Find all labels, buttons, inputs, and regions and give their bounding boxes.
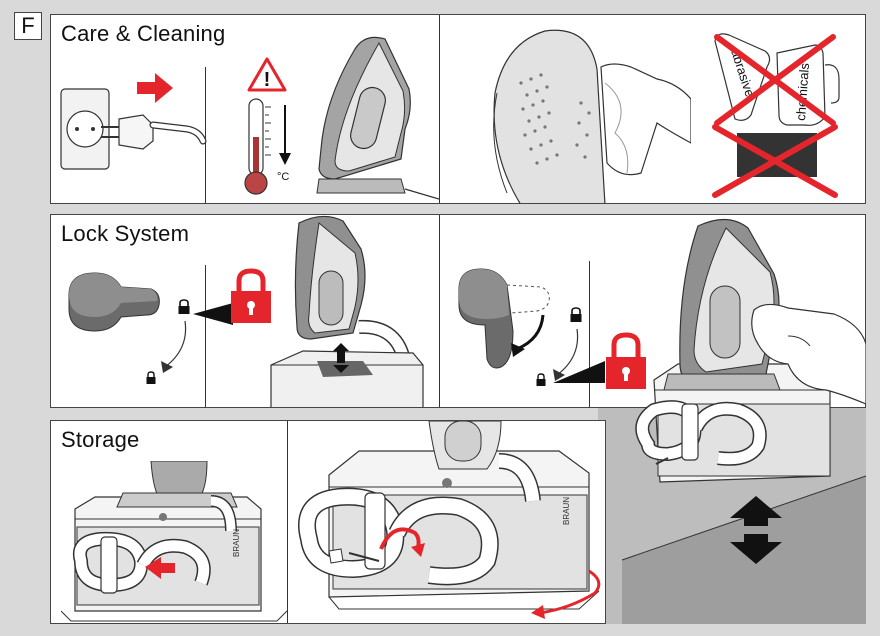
- iron-cooling-illustration: [316, 36, 439, 200]
- pointer-triangle: [193, 303, 233, 325]
- up-down-arrow-icon: [730, 496, 782, 564]
- rotate-arrow-icon: [161, 320, 187, 373]
- unlocked-padlock-red-icon: [606, 332, 646, 389]
- brand-logo: BRAUN: [562, 497, 571, 525]
- no-abrasive-chemicals-icon: abrasive chemicals: [712, 33, 840, 198]
- care-cleaning-panel: Care & Cleaning !: [50, 14, 866, 204]
- warning-mark: !: [264, 69, 271, 91]
- care-divider-1: [205, 67, 206, 203]
- lock-knob-illustration: [68, 272, 160, 332]
- storage-divider: [287, 421, 288, 623]
- lock-divider-1: [205, 265, 206, 407]
- storage-hose-wrap-illustration: BRAUN: [61, 461, 287, 622]
- storage-panel: Storage BRAUN: [50, 420, 606, 624]
- thermometer-icon: [244, 98, 291, 195]
- lift-iron-illustration: [621, 218, 866, 624]
- care-divider-2: [439, 15, 440, 203]
- storage-base-rotate-illustration: BRAUN: [298, 421, 601, 619]
- storage-title: Storage: [61, 427, 140, 452]
- unlock-knob-illustration: [458, 268, 550, 369]
- temperature-unit: °C: [277, 171, 290, 183]
- locked-padlock-red-icon: [231, 268, 271, 323]
- lock-system-title: Lock System: [61, 221, 190, 246]
- lock-divider-3: [589, 261, 590, 407]
- padlock-icon: [570, 307, 582, 322]
- section-letter: F: [14, 12, 42, 40]
- small-padlock-icon: [536, 373, 546, 386]
- warning-triangle-icon: !: [247, 57, 287, 92]
- socket-unplug-illustration: [60, 88, 207, 170]
- care-cleaning-title: Care & Cleaning: [61, 21, 226, 46]
- rotate-arrow-icon: [553, 328, 579, 381]
- lock-divider-2: [439, 215, 440, 407]
- small-padlock-icon: [146, 371, 156, 384]
- soleplate-cleaning-illustration: [493, 29, 691, 203]
- pointer-triangle: [553, 361, 605, 383]
- padlock-icon: [178, 299, 190, 314]
- iron-on-base-lock-illustration: [270, 215, 424, 407]
- arrow-right-icon: [137, 73, 173, 103]
- brand-logo: BRAUN: [232, 529, 241, 557]
